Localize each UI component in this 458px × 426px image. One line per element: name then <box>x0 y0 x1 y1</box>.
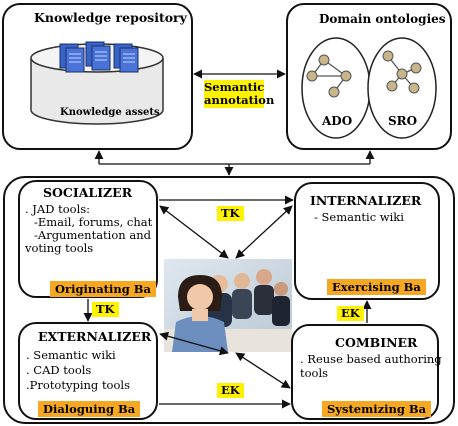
flow-label-top-tk: TK <box>217 206 244 221</box>
flow-label-right-ek: EK <box>337 306 364 321</box>
flow-label-left-tk: TK <box>92 302 119 317</box>
flow-label-bottom-ek: EK <box>217 383 244 398</box>
